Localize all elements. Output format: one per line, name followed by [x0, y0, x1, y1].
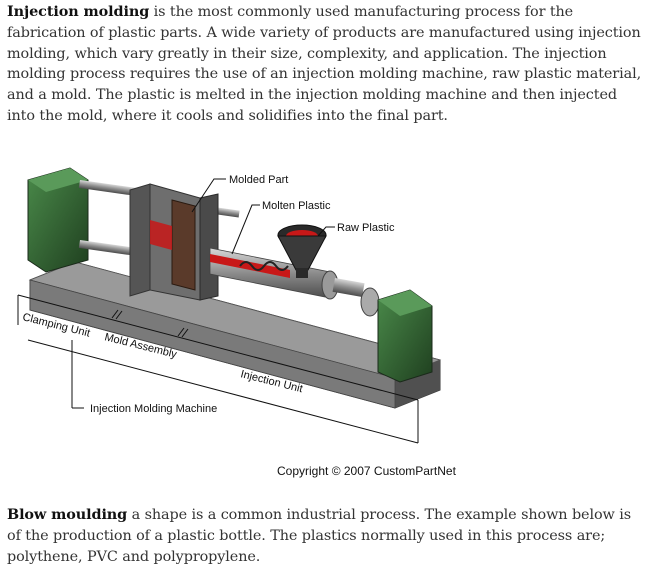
mold-assembly — [129, 183, 219, 301]
label-molded-part: Molded Part — [229, 174, 288, 186]
hopper — [277, 224, 327, 278]
figure-copyright: Copyright © 2007 CustomPartNet — [277, 464, 457, 478]
clamping-unit-cap — [27, 167, 89, 273]
label-molten-plastic: Molten Plastic — [262, 200, 331, 212]
label-injection-molding-machine: Injection Molding Machine — [90, 403, 217, 415]
outro-paragraph: Blow moulding a shape is a common indust… — [7, 505, 647, 567]
intro-paragraph: Injection molding is the most commonly u… — [7, 2, 647, 127]
callout-leaders — [191, 178, 335, 255]
injection-unit-cap — [377, 289, 433, 383]
dimension-lines — [17, 294, 419, 444]
intro-term: Injection molding — [7, 3, 150, 20]
intro-text: is the most commonly used manufacturing … — [7, 4, 642, 124]
outro-text: a shape is a common industrial process. … — [7, 507, 632, 565]
injection-barrel — [209, 247, 380, 317]
label-raw-plastic: Raw Plastic — [337, 222, 395, 234]
injection-molding-diagram: Molded Part Molten Plastic Raw Plastic C… — [0, 150, 661, 490]
outro-term: Blow moulding — [7, 506, 128, 523]
